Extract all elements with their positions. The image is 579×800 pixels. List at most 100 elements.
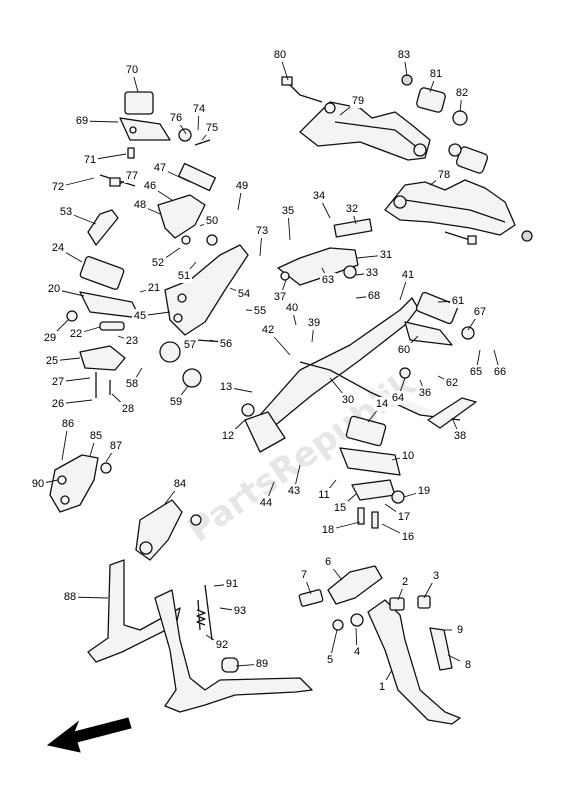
callout-bg-11 <box>316 488 332 502</box>
callout-bg-91 <box>224 577 240 591</box>
callout-bg-38 <box>452 429 468 443</box>
bracket-31-32 <box>277 218 373 286</box>
callout-39: 39 <box>308 317 320 329</box>
callout-bg-63 <box>320 273 336 287</box>
callout-89: 89 <box>256 658 268 670</box>
callout-12: 12 <box>222 430 234 442</box>
callout-bg-67 <box>472 305 488 319</box>
callout-54: 54 <box>238 288 250 300</box>
callout-bg-40 <box>284 301 300 315</box>
callout-bg-29 <box>42 331 58 345</box>
callout-81: 81 <box>430 68 442 80</box>
callout-bg-45 <box>132 309 148 323</box>
callout-79: 79 <box>352 95 364 107</box>
callout-60: 60 <box>398 344 410 356</box>
callout-bg-6 <box>320 555 336 569</box>
callout-25: 25 <box>46 355 58 367</box>
callout-bg-65 <box>468 365 484 379</box>
callout-bg-19 <box>416 484 432 498</box>
callout-21: 21 <box>148 282 160 294</box>
callout-bg-31 <box>378 248 394 262</box>
callout-63: 63 <box>322 274 334 286</box>
callout-bg-72 <box>50 180 66 194</box>
callout-bg-42 <box>260 323 276 337</box>
callout-17: 17 <box>398 511 410 523</box>
callout-53: 53 <box>60 206 72 218</box>
callout-72: 72 <box>52 181 64 193</box>
callout-bg-82 <box>454 86 470 100</box>
callout-bg-10 <box>400 449 416 463</box>
callout-bg-53 <box>58 205 74 219</box>
callout-48: 48 <box>134 199 146 211</box>
callout-62: 62 <box>446 377 458 389</box>
callout-45: 45 <box>134 310 146 322</box>
callout-bg-81 <box>428 67 444 81</box>
callout-24: 24 <box>52 242 64 254</box>
callout-bg-48 <box>132 198 148 212</box>
callout-90: 90 <box>32 478 44 490</box>
callout-57: 57 <box>184 339 196 351</box>
callout-bg-4 <box>349 645 365 659</box>
callout-bg-15 <box>332 501 348 515</box>
callout-bg-21 <box>146 281 162 295</box>
callout-bg-18 <box>320 523 336 537</box>
side-bracket-85 <box>49 454 112 513</box>
callout-bg-71 <box>82 153 98 167</box>
callout-bg-27 <box>50 375 66 389</box>
callout-bg-73 <box>254 224 270 238</box>
callout-bg-77 <box>124 169 140 183</box>
callout-4: 4 <box>354 646 360 658</box>
callout-7: 7 <box>301 569 307 581</box>
callout-66: 66 <box>494 366 506 378</box>
rear-footrest-bracket-right <box>384 179 516 236</box>
plate-38 <box>427 397 477 429</box>
callout-bg-22 <box>68 327 84 341</box>
callout-bg-66 <box>492 365 508 379</box>
callout-50: 50 <box>206 215 218 227</box>
frame-bracket-45 <box>159 244 249 388</box>
callout-31: 31 <box>380 249 392 261</box>
footpeg-20-24 <box>66 256 141 398</box>
callout-2: 2 <box>402 576 408 588</box>
callout-65: 65 <box>470 366 482 378</box>
callout-bg-69 <box>74 114 90 128</box>
callout-bg-41 <box>400 268 416 282</box>
callout-88: 88 <box>64 591 76 603</box>
callout-bg-90 <box>30 477 46 491</box>
callout-27: 27 <box>52 376 64 388</box>
callout-bg-87 <box>108 439 124 453</box>
callout-14: 14 <box>376 398 388 410</box>
callout-bg-44 <box>258 496 274 510</box>
callout-bg-46 <box>142 179 158 193</box>
callout-1: 1 <box>379 681 385 693</box>
callout-bg-60 <box>396 343 412 357</box>
callout-bg-36 <box>417 386 433 400</box>
callout-bg-25 <box>44 354 60 368</box>
callout-71: 71 <box>84 154 96 166</box>
callout-bg-12 <box>220 429 236 443</box>
callout-bg-17 <box>396 510 412 524</box>
callout-bg-85 <box>88 429 104 443</box>
callout-51: 51 <box>178 270 190 282</box>
callout-bg-1 <box>374 680 390 694</box>
callout-49: 49 <box>236 180 248 192</box>
arrow-front-icon <box>46 717 132 753</box>
callout-bg-16 <box>400 530 416 544</box>
leader-lines <box>37 54 501 688</box>
callout-bg-20 <box>46 282 62 296</box>
callout-bg-32 <box>344 202 360 216</box>
callout-64: 64 <box>392 392 404 404</box>
callout-41: 41 <box>402 269 414 281</box>
callout-bg-54 <box>236 287 252 301</box>
callout-bg-61 <box>450 294 466 308</box>
callout-bg-64 <box>390 391 406 405</box>
footpeg-61-60 <box>399 291 475 379</box>
callout-78: 78 <box>438 169 450 181</box>
callout-18: 18 <box>322 524 334 536</box>
callout-47: 47 <box>154 162 166 174</box>
callout-6: 6 <box>325 556 331 568</box>
callout-bg-2 <box>397 575 413 589</box>
callout-bg-84 <box>172 477 188 491</box>
callout-68: 68 <box>368 290 380 302</box>
callout-37: 37 <box>274 291 286 303</box>
